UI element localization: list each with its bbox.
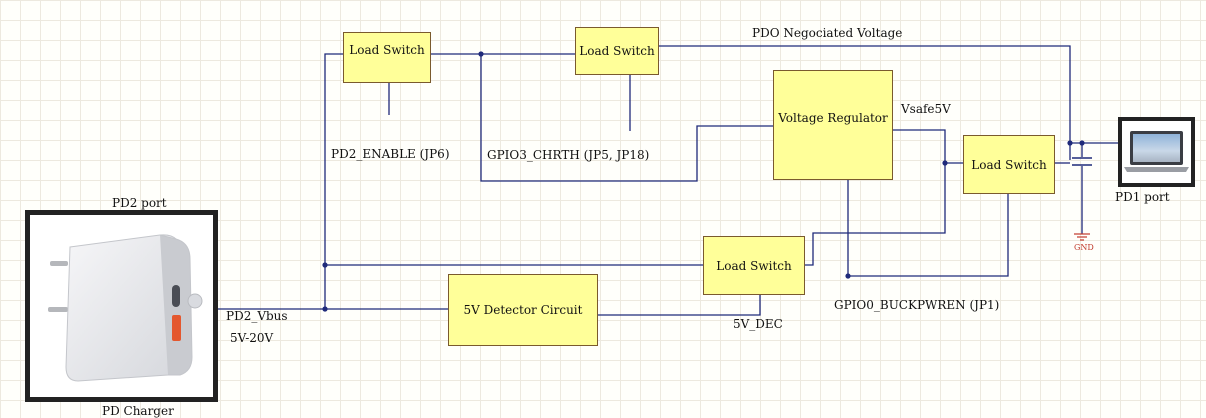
dec-label: 5V_DEC (733, 317, 783, 331)
load-switch-block-2: Load Switch (575, 27, 659, 75)
junction-ls1-out (478, 51, 484, 57)
junction-bus (322, 262, 328, 268)
load-switch-label: Load Switch (971, 157, 1047, 172)
ground-icon (1074, 233, 1090, 241)
load-switch-block-1: Load Switch (343, 32, 431, 83)
vsafe-label: Vsafe5V (901, 102, 951, 116)
load-switch-block-3: Load Switch (963, 135, 1055, 194)
junction-gpio0 (845, 273, 851, 279)
pd-charger-label: PD Charger (102, 404, 174, 418)
load-switch-block-4: Load Switch (703, 236, 805, 295)
wire-gpio0 (847, 180, 1009, 277)
capacitor-icon (1072, 157, 1092, 166)
wire-bus-vertical (324, 53, 343, 309)
junction-cap (1079, 140, 1085, 146)
vbus-range-label: 5V-20V (230, 331, 274, 345)
gpio3-label: GPIO3_CHRTH (JP5, JP18) (487, 148, 650, 162)
load-switch-label: Load Switch (579, 44, 655, 58)
charger-frame (25, 210, 218, 402)
voltage-regulator-block: Voltage Regulator (773, 70, 893, 180)
laptop-icon (1124, 131, 1189, 172)
wire-pdo (659, 45, 1071, 160)
vbus-label: PD2_Vbus (226, 309, 288, 323)
gpio0-label: GPIO0_BUCKPWREN (JP1) (834, 298, 1000, 312)
laptop-frame (1118, 117, 1195, 187)
voltage-regulator-label: Voltage Regulator (778, 111, 888, 125)
wire-5v-dec (598, 295, 761, 316)
pd2-port-label: PD2 port (112, 196, 167, 210)
wire-to-regulator (480, 54, 773, 182)
pd2-enable-label: PD2_ENABLE (JP6) (331, 147, 450, 161)
junction-vsafe (942, 160, 948, 166)
wire-vsafe (805, 129, 946, 266)
junction-out (1067, 140, 1073, 146)
pd1-port-label: PD1 port (1115, 190, 1170, 204)
detector-block: 5V Detector Circuit (448, 274, 598, 346)
gnd-label: GND (1074, 243, 1094, 252)
detector-label: 5V Detector Circuit (463, 303, 583, 317)
charger-icon (48, 234, 203, 382)
load-switch-label: Load Switch (716, 258, 792, 273)
load-switch-label: Load Switch (349, 43, 425, 57)
junction-vbus (322, 306, 328, 312)
pdo-voltage-label: PDO Negociated Voltage (752, 26, 903, 40)
